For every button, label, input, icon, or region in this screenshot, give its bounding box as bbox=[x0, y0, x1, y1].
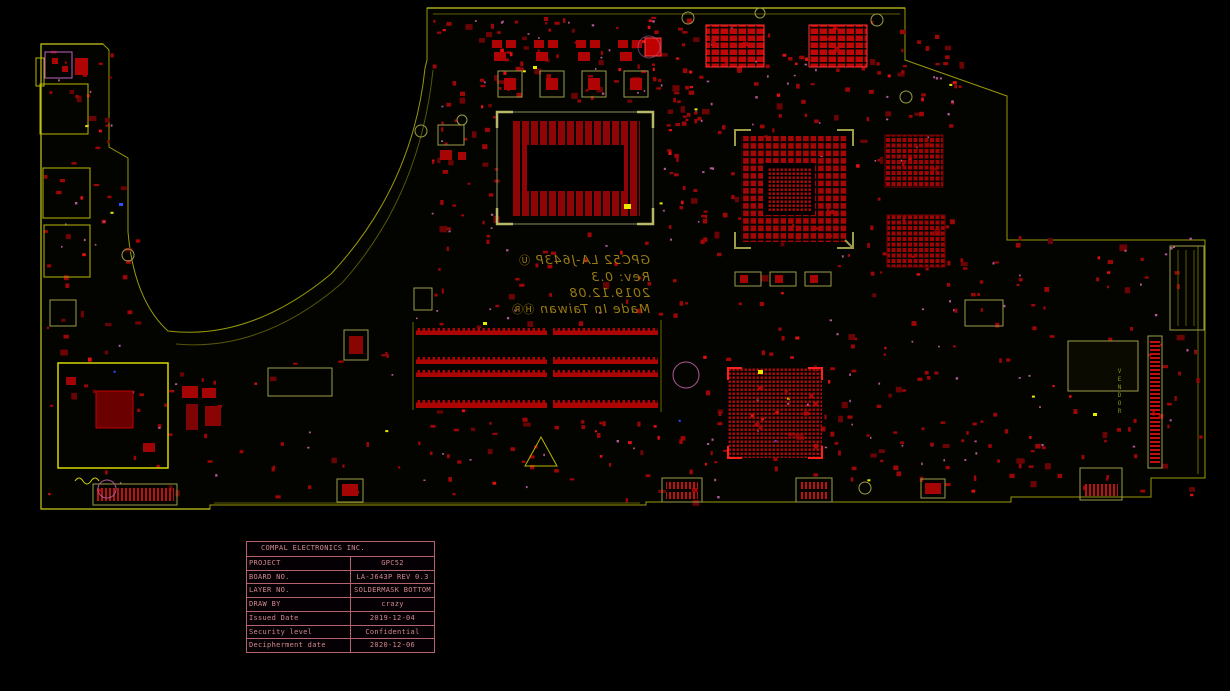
field-boardno-label: BOARD NO. bbox=[247, 570, 351, 584]
bottom-edge-connectors[interactable] bbox=[661, 477, 946, 503]
mounting-holes bbox=[121, 7, 913, 495]
field-layerno-value: SOLDERMASK BOTTOM bbox=[354, 586, 431, 595]
field-issued-label: Issued Date bbox=[247, 611, 351, 625]
field-drawby-value: crazy bbox=[381, 600, 404, 608]
fan-cutout-inner-arc bbox=[175, 69, 434, 346]
company-name: COMPAL ELECTRONICS INC. bbox=[261, 544, 365, 552]
port-usb-top[interactable] bbox=[39, 83, 89, 135]
cpu-left-small-parts bbox=[413, 124, 466, 311]
gpu-footprint[interactable] bbox=[734, 129, 854, 249]
cpu-footprint[interactable] bbox=[495, 110, 655, 226]
vendor-label: VENDOR bbox=[1116, 368, 1123, 416]
mid-left-components[interactable] bbox=[182, 329, 369, 503]
pch-bga-footprint[interactable] bbox=[727, 367, 823, 459]
port-audio[interactable] bbox=[49, 299, 77, 327]
field-decipher-label: Decipherment date bbox=[247, 639, 351, 652]
top-red-module-right[interactable] bbox=[808, 24, 868, 68]
right-center-cluster bbox=[734, 271, 1004, 327]
battery-connector-zone[interactable] bbox=[57, 362, 169, 469]
cpu-pin1-marker bbox=[624, 204, 631, 209]
field-layerno-label: LAYER NO. bbox=[247, 584, 351, 597]
component-noise-layer bbox=[44, 16, 1203, 506]
aux-bga-bottom[interactable] bbox=[886, 214, 946, 268]
field-drawby-label: DRAW BY bbox=[247, 598, 351, 611]
field-issued-value: 2019-12-04 bbox=[369, 613, 416, 622]
top-red-module-left[interactable] bbox=[705, 24, 765, 68]
silkscreen-board-title: GPC52 LA-J643P Ⓤ bbox=[519, 252, 650, 267]
field-security-value: Confidential bbox=[365, 627, 420, 636]
gpu-corner-brackets bbox=[734, 129, 854, 249]
silkscreen-date: 2019.12.08 bbox=[568, 285, 650, 300]
field-project-value: GPC52 bbox=[381, 558, 404, 567]
cpu-corner-brackets bbox=[495, 110, 655, 226]
vrm-controller-ic bbox=[644, 37, 662, 57]
left-port-cluster[interactable] bbox=[35, 51, 91, 327]
field-decipher-value: 2020-12-06 bbox=[369, 641, 416, 650]
ul-mark-icon: Ⓤ bbox=[519, 254, 531, 267]
test-point-markers bbox=[119, 203, 1097, 416]
aux-bga-top[interactable] bbox=[884, 134, 944, 188]
keepout-circle bbox=[672, 361, 700, 389]
warning-triangle-silkscreen bbox=[524, 435, 558, 467]
field-security-label: Security level bbox=[247, 625, 351, 639]
bottom-left-connector[interactable] bbox=[74, 477, 178, 506]
cert-marks-icon: ⒽⓇ bbox=[512, 303, 535, 316]
silkscreen-text-block: GPC52 LA-J643P Ⓤ Rev: 0.3 2019.12.08 Mad… bbox=[455, 252, 650, 318]
port-usb-bottom[interactable] bbox=[43, 224, 91, 278]
right-edge-connectors[interactable] bbox=[1067, 245, 1205, 501]
silkscreen-squiggle bbox=[74, 477, 100, 485]
field-boardno-value: LA-J643P REV 0.3 bbox=[356, 572, 429, 581]
port-usb-mid[interactable] bbox=[42, 167, 91, 219]
pch-pin1-marker bbox=[758, 370, 763, 374]
power-jack[interactable] bbox=[44, 51, 73, 79]
title-block-table: COMPAL ELECTRONICS INC. PROJECT GPC52 BOA… bbox=[246, 541, 435, 653]
ram-slot-pads[interactable] bbox=[412, 320, 700, 412]
field-project-label: PROJECT bbox=[247, 556, 351, 570]
silkscreen-origin: Made In Taiwan ⒽⓇ bbox=[512, 301, 650, 316]
silkscreen-rev: Rev: 0.3 bbox=[590, 269, 650, 284]
vrm-area[interactable] bbox=[492, 35, 662, 98]
